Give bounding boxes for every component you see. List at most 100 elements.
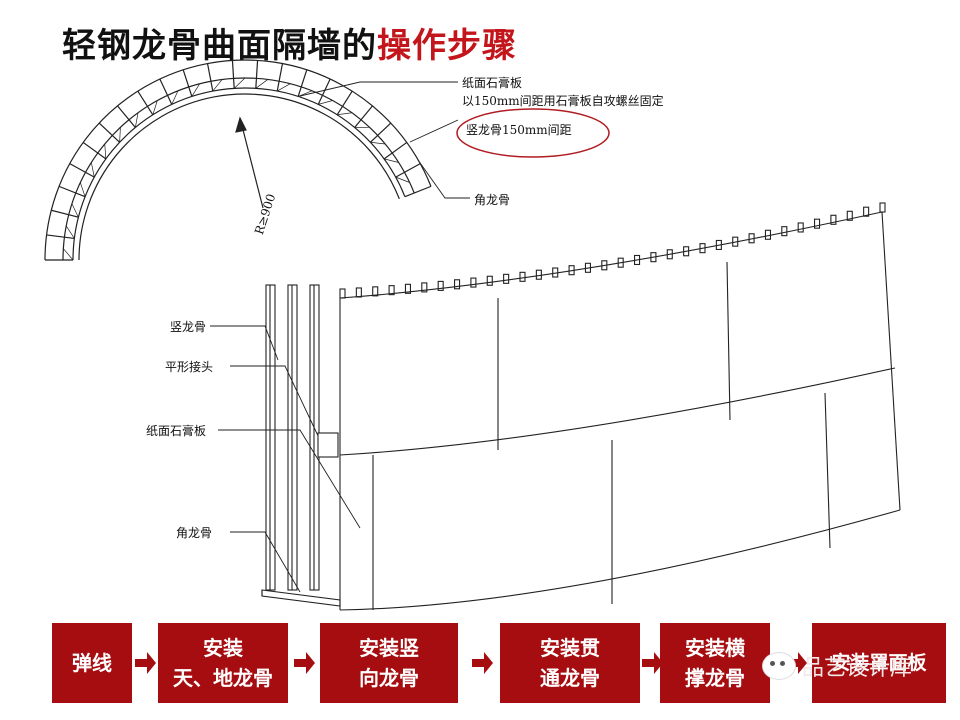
plan-brace [191, 83, 201, 97]
step-2: 安装 天、地龙骨 [158, 623, 288, 703]
stud-top [617, 257, 624, 268]
process-steps: 弹线 安装 天、地龙骨 安装竖 向龙骨 安装贯 通龙骨 安装横 撑龙骨 安装罩面… [0, 623, 960, 703]
plan-brace [395, 176, 410, 183]
plan-arc [72, 87, 406, 261]
plan-stud [317, 78, 331, 105]
arrow-icon [294, 652, 315, 674]
plan-brace [171, 90, 179, 105]
plan-stud [69, 163, 95, 178]
stud-top [503, 273, 510, 284]
label-gypsum-board-top: 纸面石膏板 [462, 76, 523, 90]
label-corner-stud-side: 角龙骨 [176, 526, 213, 540]
stud-top [879, 202, 886, 213]
arrow-icon [135, 652, 156, 674]
label-screw-fix-note: 以150mm间距用石膏板自攻螺丝固定 [462, 94, 664, 108]
plan-stud [98, 122, 121, 143]
plan-brace [119, 127, 121, 143]
plan-brace [212, 79, 223, 92]
plan-brace [233, 77, 246, 89]
plan-stud [276, 63, 284, 92]
plan-stud [297, 69, 308, 97]
plan-stud [369, 122, 392, 143]
stud-top [486, 275, 493, 286]
step-6: 安装罩面板 [812, 623, 946, 703]
label-corner-stud-top: 角龙骨 [474, 193, 511, 207]
stud-top [535, 269, 542, 280]
plan-brace [337, 112, 353, 116]
plan-stud [231, 60, 235, 89]
wechat-icon [762, 652, 796, 680]
stud-top [568, 265, 575, 276]
stud-top [699, 243, 706, 254]
curved-wall-drawing [44, 59, 901, 611]
plan-brace [370, 141, 386, 145]
plan-stud [354, 105, 373, 128]
plan-brace [65, 225, 75, 239]
plan-stud [51, 209, 79, 218]
title-highlight: 操作步骤 [377, 26, 517, 66]
plan-stud [137, 90, 154, 116]
label-vertical-stud-spacing: 竖龙骨150mm间距 [466, 123, 572, 137]
plan-brace [318, 100, 333, 105]
stud-top [437, 280, 444, 291]
plan-brace [255, 79, 269, 89]
stud-top [683, 246, 690, 257]
stud-top [388, 285, 395, 296]
stud-top [372, 286, 379, 297]
plan-stud [46, 234, 75, 240]
stud-top [863, 206, 870, 217]
stud-top [748, 233, 755, 244]
arrow-icon [472, 652, 493, 674]
plan-brace [63, 248, 74, 261]
step-5: 安装横 撑龙骨 [660, 623, 770, 703]
stud-top [421, 282, 428, 293]
step-3: 安装竖 向龙骨 [320, 623, 458, 703]
plan-brace [104, 143, 107, 159]
stud-top [404, 283, 412, 294]
stud-top [470, 277, 477, 288]
stud-top [633, 254, 641, 266]
plan-stud [383, 141, 408, 160]
stud-top [339, 288, 346, 299]
plan-stud [255, 60, 259, 89]
plan-brace [71, 203, 79, 218]
label-gypsum-board-side: 纸面石膏板 [146, 424, 207, 438]
stud-top [650, 252, 657, 263]
watermark: 品艺设计库 [762, 650, 912, 682]
stud-top [453, 279, 461, 290]
stud-top [830, 214, 837, 225]
highlight-ellipse [456, 108, 610, 158]
step-1: 弹线 [52, 623, 132, 703]
stud-top [846, 210, 853, 221]
arrow-icon [642, 652, 663, 674]
plan-brace [152, 100, 158, 115]
plan-stud [58, 185, 86, 198]
plan-brace [135, 112, 139, 128]
plan-stud [404, 185, 432, 198]
stud-top [764, 229, 772, 240]
plan-stud [159, 78, 173, 105]
plan-brace [384, 158, 399, 163]
stud-top [355, 287, 362, 298]
step-4: 安装贯 通龙骨 [500, 623, 640, 703]
stud-top [813, 218, 821, 229]
page-title: 轻钢龙骨曲面隔墙的操作步骤 [62, 18, 517, 67]
curved-wall-plan-view [44, 59, 432, 261]
stud-top [519, 271, 526, 282]
plan-arc [44, 59, 432, 261]
stud-top [715, 239, 722, 251]
watermark-text: 品艺设计库 [802, 656, 913, 681]
plan-stud [395, 163, 421, 178]
plan-brace [277, 83, 291, 92]
stud-top [666, 249, 673, 260]
stud-top [732, 236, 739, 247]
stud-top [552, 267, 559, 278]
plan-brace [90, 162, 95, 178]
stud-top [601, 260, 608, 271]
plan-arc [62, 77, 415, 261]
arrow-icon [786, 652, 807, 674]
plan-stud [82, 141, 107, 160]
plan-stud [336, 90, 353, 116]
plan-brace [79, 182, 86, 197]
radius-arrow [235, 116, 264, 209]
